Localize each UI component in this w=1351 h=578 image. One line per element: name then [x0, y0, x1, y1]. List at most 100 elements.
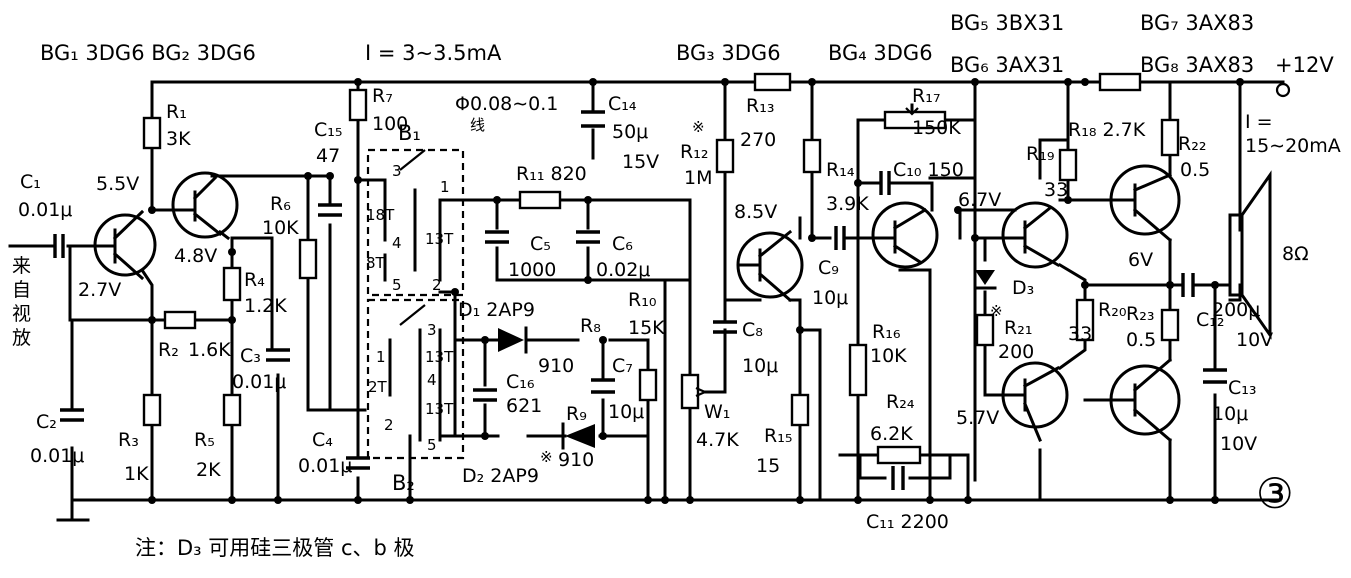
- footnote: 注：D₃ 可用硅三极管 c、b 极: [135, 536, 415, 560]
- c16-label: C₁₆: [506, 371, 535, 393]
- bg3-label: BG₃ 3DG6: [676, 41, 781, 65]
- d3-label: D₃: [1012, 277, 1034, 299]
- b1-pin3: 3: [392, 162, 402, 180]
- v85-label: 8.5V: [734, 201, 777, 223]
- r15-body: [790, 393, 810, 427]
- b2-pin4: 4: [427, 371, 437, 389]
- t13a-label: 13T: [425, 230, 454, 248]
- r20-label: R₂₀: [1098, 299, 1126, 321]
- r23-value: 0.5: [1126, 329, 1156, 351]
- r6-value: 10K: [262, 217, 299, 239]
- input-source-vertical: 来 自 视 放: [12, 255, 31, 349]
- c15-value: 47: [316, 145, 340, 167]
- r15-value: 15: [756, 455, 780, 477]
- input-source-c2: 自: [12, 279, 31, 301]
- r18-label: R₁₈ 2.7K: [1068, 119, 1146, 141]
- r14-value: 3.9K: [826, 193, 869, 215]
- r19-value: 33: [1044, 179, 1068, 201]
- bg6-label: BG₆ 3AX31: [950, 53, 1064, 77]
- b2-pin3: 3: [427, 321, 437, 339]
- r9-star: ※: [540, 448, 553, 466]
- b1-pin2: 2: [432, 276, 442, 294]
- r12-value: 1M: [684, 167, 712, 189]
- r10-body: [638, 368, 658, 402]
- supply-label: +12V: [1275, 53, 1334, 77]
- r24-label: R₂₄: [886, 391, 915, 413]
- r22-body: [1160, 118, 1180, 157]
- r20-body: [1075, 298, 1095, 342]
- input-current-label: I = 3∼3.5mA: [365, 41, 502, 65]
- r4-label: R₄: [244, 269, 265, 291]
- c5-label: C₅: [530, 233, 551, 255]
- wire-gauge-label: Φ0.08∼0.1: [455, 93, 558, 115]
- r21-value: 200: [998, 341, 1034, 363]
- b1-label: B₁: [398, 121, 421, 145]
- r8-label: R₈: [580, 315, 601, 337]
- r3-label: R₃: [118, 429, 139, 451]
- c3-value: 0.01μ: [232, 371, 286, 393]
- transistor-symbols: [93, 164, 1181, 443]
- resistor-bodies: [142, 72, 1180, 465]
- t13b-label: 13T: [425, 348, 454, 366]
- c13-label: C₁₃: [1228, 377, 1257, 399]
- v6-label: 6V: [1128, 249, 1153, 271]
- r2-body: [163, 310, 197, 330]
- w1-value: 4.7K: [696, 429, 739, 451]
- r15-label: R₁₅: [764, 425, 792, 447]
- r9-value: 910: [558, 449, 594, 471]
- r19-body: [1058, 148, 1078, 182]
- r11-body: [518, 190, 562, 210]
- r13-value: 270: [740, 129, 776, 151]
- c7-value: 10μ: [608, 401, 644, 423]
- r22-value: 0.5: [1180, 159, 1210, 181]
- c12-value: 200μ: [1212, 299, 1260, 321]
- transformers: [366, 148, 465, 460]
- c9-value: 10μ: [812, 287, 848, 309]
- t8-label: 8T: [366, 254, 386, 272]
- r7-body: [348, 88, 368, 122]
- c4-label: C₄: [312, 429, 333, 451]
- r21-body: [975, 313, 995, 347]
- c12-label: C₁₂: [1196, 309, 1225, 331]
- t18-label: 18T: [366, 206, 395, 224]
- capacitor-symbols: [53, 110, 1227, 490]
- c1-value: 0.01μ: [18, 199, 72, 221]
- c16-value: 621: [506, 395, 542, 417]
- c14-label: C₁₄: [608, 93, 637, 115]
- r6-label: R₆: [270, 193, 291, 215]
- r13-label: R₁₃: [746, 95, 774, 117]
- r24-body: [876, 445, 922, 465]
- b2-pin2: 2: [384, 416, 394, 434]
- bg7-label: BG₇ 3AX83: [1140, 11, 1254, 35]
- d2-label: D₂ 2AP9: [462, 465, 539, 487]
- r10-label: R₁₀: [628, 289, 656, 311]
- r12-body: [715, 138, 735, 174]
- c6-label: C₆: [612, 233, 633, 255]
- r1-value: 3K: [166, 128, 191, 150]
- r3-value: 1K: [124, 463, 149, 485]
- r4-value: 1.2K: [244, 295, 287, 317]
- r2-label: R₂: [158, 339, 179, 361]
- r7-label: R₇: [372, 85, 393, 107]
- b1-pin4: 4: [392, 234, 402, 252]
- figure-number: ③: [1256, 469, 1294, 518]
- bg1-bg2-label: BG₁ 3DG6 BG₂ 3DG6: [40, 41, 256, 65]
- c6-value: 0.02μ: [596, 259, 650, 281]
- c7-label: C₇: [612, 355, 633, 377]
- c12-voltage: 10V: [1236, 329, 1273, 351]
- b1-pin5: 5: [392, 276, 402, 294]
- r23-label: R₂₃: [1126, 303, 1154, 325]
- r16-value: 10K: [870, 345, 907, 367]
- r4-body: [222, 266, 242, 302]
- v27-label: 2.7V: [78, 279, 121, 301]
- c15-label: C₁₅: [314, 119, 343, 141]
- r12-label: R₁₂: [680, 141, 708, 163]
- r5-body: [222, 393, 242, 427]
- d1-label: D₁ 2AP9: [458, 299, 535, 321]
- bg5-label: BG₅ 3BX31: [950, 11, 1064, 35]
- b2-pin1: 1: [376, 348, 386, 366]
- c3-label: C₃: [240, 345, 261, 367]
- t2-label: 2T: [368, 378, 388, 396]
